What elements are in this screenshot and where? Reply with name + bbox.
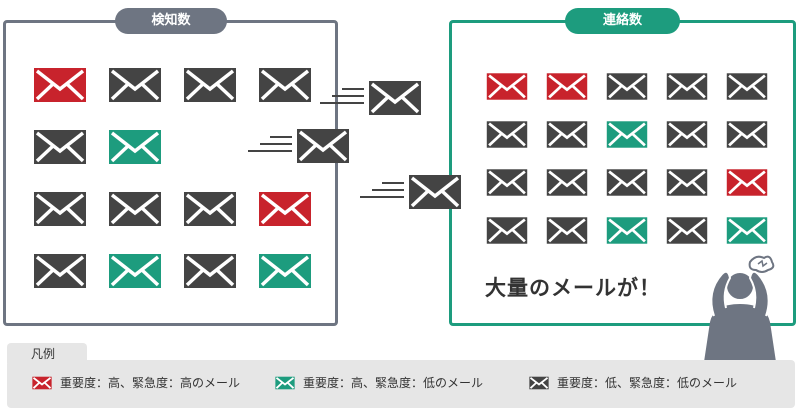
green-mail-icon xyxy=(275,376,295,390)
green-mail-icon xyxy=(726,216,768,245)
dark-mail-icon xyxy=(726,72,768,101)
dark-mail-icon xyxy=(666,120,708,149)
flying-mail-icon xyxy=(368,80,422,116)
mail-flood-caption: 大量のメールが！ xyxy=(485,276,661,300)
dark-mail-icon xyxy=(606,168,648,197)
contact-title-badge: 連絡数 xyxy=(565,8,680,34)
dark-mail-icon xyxy=(666,72,708,101)
speed-lines-icon xyxy=(360,182,404,198)
green-mail-icon xyxy=(258,253,312,289)
legend-item-red: 重要度：高、緊急度：高のメール xyxy=(32,374,240,391)
dark-mail-icon xyxy=(33,191,87,227)
dark-mail-icon xyxy=(108,67,162,103)
stressed-person-icon xyxy=(704,255,776,362)
red-mail-icon xyxy=(486,72,528,101)
legend-label: 重要度：高、緊急度：高のメール xyxy=(60,376,241,390)
dark-mail-icon xyxy=(183,191,237,227)
green-mail-icon xyxy=(606,120,648,149)
dark-mail-icon xyxy=(486,216,528,245)
flying-mail-icon xyxy=(296,128,350,164)
dark-mail-icon xyxy=(183,253,237,289)
dark-mail-icon xyxy=(183,67,237,103)
flying-mail-icon xyxy=(408,174,462,210)
legend-label: 重要度：低、緊急度：低のメール xyxy=(557,376,738,390)
red-mail-icon xyxy=(258,191,312,227)
dark-mail-icon xyxy=(666,216,708,245)
dark-mail-icon xyxy=(529,376,549,390)
red-mail-icon xyxy=(726,168,768,197)
red-mail-icon xyxy=(33,67,87,103)
dark-mail-icon xyxy=(486,168,528,197)
legend-item-green: 重要度：高、緊急度：低のメール xyxy=(275,374,483,391)
dark-mail-icon xyxy=(726,120,768,149)
red-mail-icon xyxy=(546,72,588,101)
dark-mail-icon xyxy=(486,120,528,149)
dark-mail-icon xyxy=(546,120,588,149)
dark-mail-icon xyxy=(108,191,162,227)
legend-title: 凡例 xyxy=(7,343,87,363)
dark-mail-icon xyxy=(546,216,588,245)
dark-mail-icon xyxy=(33,253,87,289)
green-mail-icon xyxy=(606,216,648,245)
green-mail-icon xyxy=(108,129,162,165)
legend-item-dark: 重要度：低、緊急度：低のメール xyxy=(529,374,737,391)
legend-label: 重要度：高、緊急度：低のメール xyxy=(303,376,484,390)
detection-title-badge: 検知数 xyxy=(115,8,227,34)
speed-lines-icon xyxy=(248,136,292,152)
legend: 重要度：高、緊急度：高のメール 重要度：高、緊急度：低のメール 重要度：低、緊急… xyxy=(7,360,795,408)
dark-mail-icon xyxy=(258,67,312,103)
green-mail-icon xyxy=(108,253,162,289)
red-mail-icon xyxy=(32,376,52,390)
dark-mail-icon xyxy=(606,72,648,101)
speed-lines-icon xyxy=(320,88,364,104)
dark-mail-icon xyxy=(546,168,588,197)
dark-mail-icon xyxy=(666,168,708,197)
dark-mail-icon xyxy=(33,129,87,165)
